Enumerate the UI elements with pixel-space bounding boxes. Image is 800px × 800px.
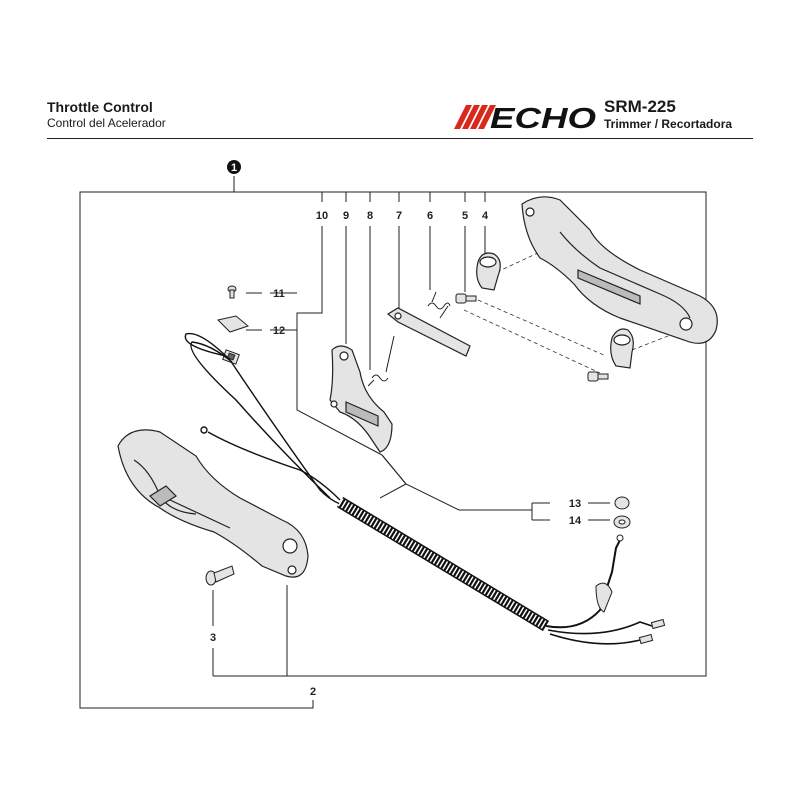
page-subtitle: Control del Acelerador xyxy=(47,116,166,130)
callout-7: 7 xyxy=(396,210,402,222)
screw-3 xyxy=(205,565,235,586)
model-number: SRM-225 xyxy=(604,97,676,116)
echo-logo: ECHO xyxy=(454,104,597,130)
callout-12: 12 xyxy=(273,325,285,337)
page-header-left: Throttle Control Control del Acelerador xyxy=(47,99,166,131)
callout-10: 10 xyxy=(316,210,328,222)
leader-lines xyxy=(79,176,707,709)
brand-text: ECHO xyxy=(490,104,597,130)
callout-9: 9 xyxy=(343,210,349,222)
callout-labels: 1 10 9 8 7 6 5 4 11 12 13 14 3 2 xyxy=(210,160,582,698)
screw-11 xyxy=(227,285,237,299)
wire-harness xyxy=(184,332,341,505)
callout-1: 1 xyxy=(231,162,237,174)
clamp-4b xyxy=(610,328,634,369)
callout-4: 4 xyxy=(482,210,489,222)
cap-14 xyxy=(613,515,631,529)
page-title: Throttle Control xyxy=(47,99,153,115)
callout-13: 13 xyxy=(569,498,581,510)
callout-2: 2 xyxy=(310,686,316,698)
spring-6 xyxy=(427,291,451,319)
alignment-lines xyxy=(463,251,669,374)
header-divider xyxy=(47,138,753,139)
callout-3: 3 xyxy=(210,632,216,644)
callout-14: 14 xyxy=(569,515,582,527)
clamp-4a xyxy=(476,252,501,291)
callout-8: 8 xyxy=(367,210,373,222)
lock-lever-7 xyxy=(386,307,471,357)
handle-half-lower xyxy=(117,429,309,578)
page-header-right: SRM-225 Trimmer / Recortadora xyxy=(604,97,732,131)
callout-11: 11 xyxy=(273,288,285,300)
callout-5: 5 xyxy=(462,210,468,222)
spring-8 xyxy=(367,335,395,387)
stop-switch-12 xyxy=(217,315,250,365)
handle-half-upper xyxy=(521,196,718,344)
cap-13 xyxy=(614,496,630,510)
assembly-callout-marker xyxy=(227,160,241,174)
screw-5a xyxy=(455,293,477,304)
throttle-cable xyxy=(336,496,666,645)
callout-6: 6 xyxy=(427,210,433,222)
throttle-trigger-9 xyxy=(329,345,393,453)
screw-5b xyxy=(587,371,609,382)
model-description: Trimmer / Recortadora xyxy=(604,117,733,131)
